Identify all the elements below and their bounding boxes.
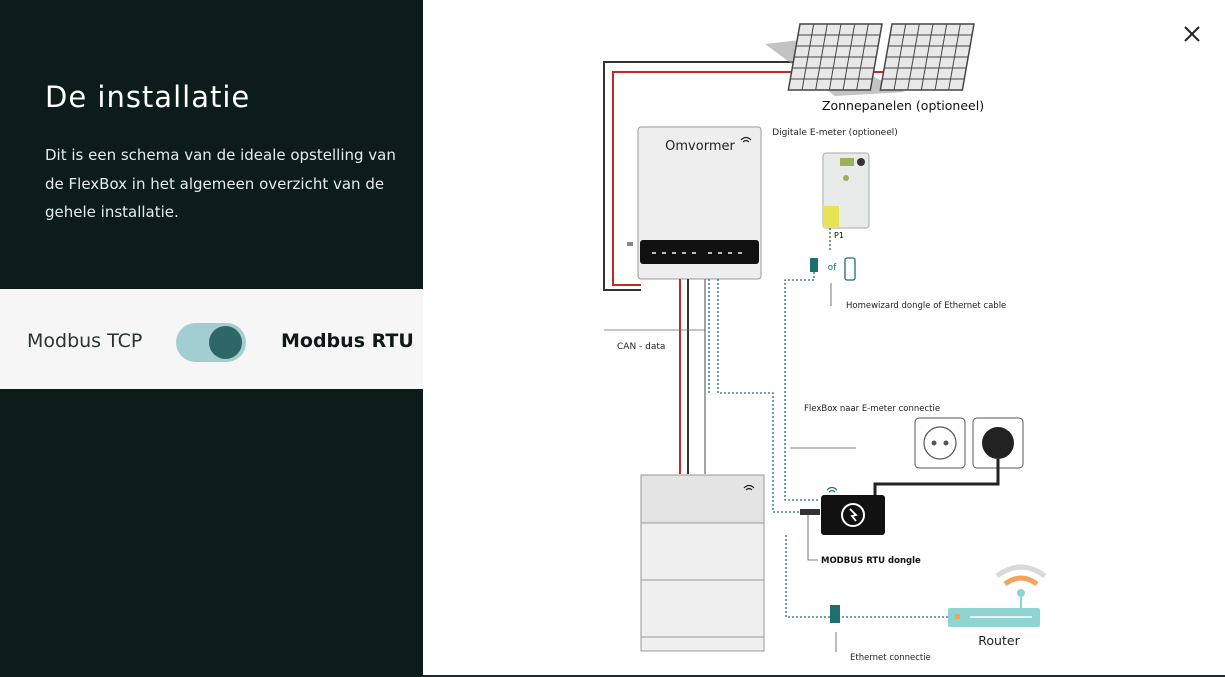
page-description: Dit is een schema van de ideale opstelli… bbox=[45, 146, 396, 221]
dongle-caption: Homewizard dongle of Ethernet cable bbox=[846, 301, 1006, 311]
sidebar: De installatie Dit is een schema van de … bbox=[0, 0, 423, 677]
protocol-toggle-bar: Modbus TCP Modbus RTU bbox=[0, 289, 423, 389]
ethernet-partial-label: Ethernet connectie bbox=[850, 653, 931, 663]
or-label: of bbox=[828, 263, 838, 273]
inverter-image bbox=[627, 126, 762, 280]
router-connection bbox=[785, 535, 948, 652]
inverter-label: Omvormer bbox=[665, 139, 735, 154]
switch-knob bbox=[209, 326, 242, 359]
p1-dongle-image bbox=[784, 257, 856, 501]
modbus-dongle-label: MODBUS RTU dongle bbox=[821, 556, 921, 566]
close-button[interactable] bbox=[1180, 22, 1204, 46]
router-icon bbox=[948, 564, 1047, 627]
protocol-switch[interactable] bbox=[176, 323, 246, 362]
can-data-label: CAN - data bbox=[617, 342, 665, 352]
flexbox-meter-label: FlexBox naar E-meter connectie bbox=[804, 404, 940, 414]
digital-meter-label: Digitale E-meter (optioneel) bbox=[772, 128, 898, 138]
close-icon bbox=[1184, 26, 1200, 42]
page-title: De installatie bbox=[45, 80, 251, 114]
p1-label: P1 bbox=[834, 231, 844, 240]
diagram-panel: Zonnepanelen (optioneel) Omvormer bbox=[423, 0, 1225, 677]
battery-stack-image bbox=[640, 474, 765, 652]
solar-panels-label: Zonnepanelen (optioneel) bbox=[822, 98, 984, 113]
modbus-rtu-label[interactable]: Modbus RTU bbox=[281, 330, 414, 352]
solar-cable bbox=[603, 61, 908, 291]
power-sockets-image bbox=[873, 417, 1024, 500]
modbus-tcp-label[interactable]: Modbus TCP bbox=[27, 330, 143, 352]
router-label: Router bbox=[978, 633, 1020, 648]
solar-panels-image bbox=[765, 23, 975, 96]
inverter-battery-cables bbox=[604, 279, 800, 513]
digital-meter-image bbox=[822, 152, 870, 250]
installation-diagram: Zonnepanelen (optioneel) Omvormer bbox=[603, 23, 1047, 663]
flexbox-device-image bbox=[800, 486, 885, 561]
